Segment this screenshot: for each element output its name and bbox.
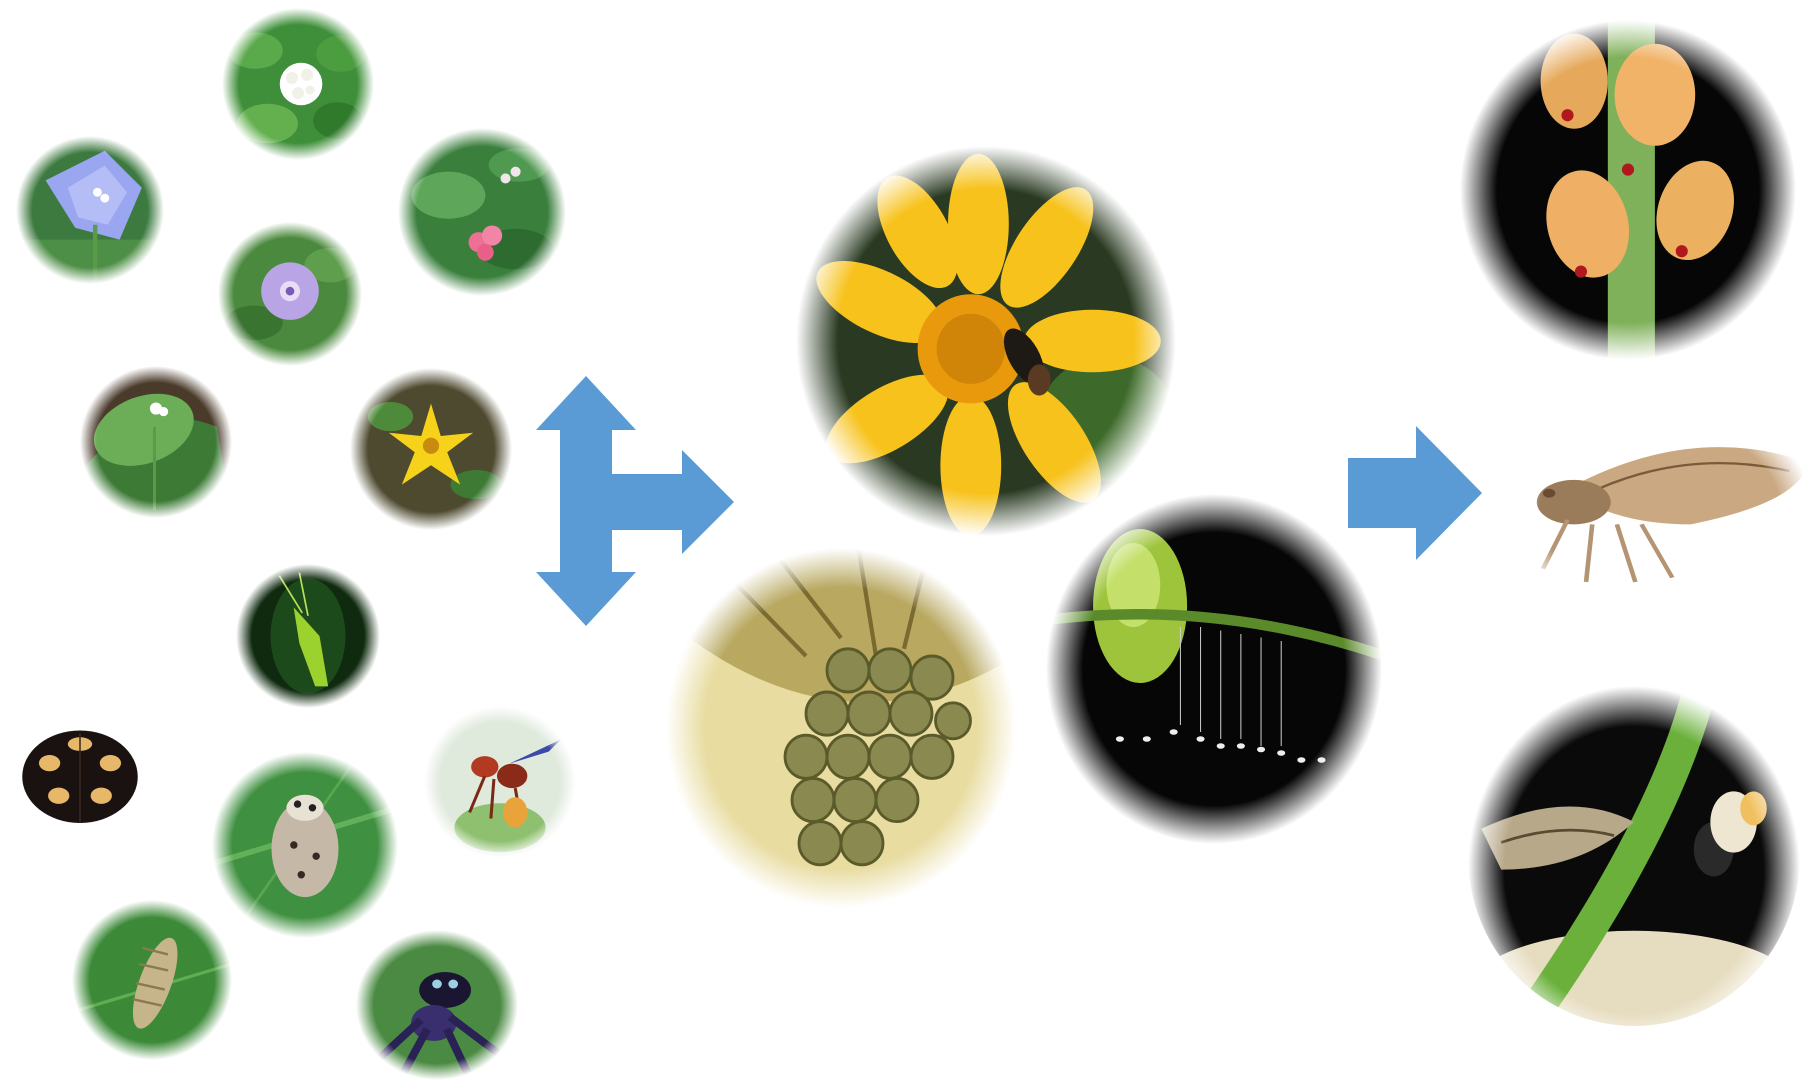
egg-cluster-photo — [666, 548, 1016, 908]
psyllid-adult-photo — [1506, 400, 1814, 622]
psyllid-on-stem-photo — [1468, 686, 1800, 1026]
blue-morning-glory-photo — [16, 136, 164, 284]
lacewing-egg-stalks-photo — [1046, 494, 1382, 844]
jumping-spider-photo — [356, 930, 518, 1080]
pink-flower-photo — [398, 128, 566, 296]
green-lacewing-photo — [236, 564, 380, 708]
right-arrow — [1346, 424, 1484, 562]
yellow-flower-with-insect-photo — [796, 146, 1176, 536]
wasp-photo — [424, 706, 576, 858]
ladybug-photo — [4, 706, 156, 842]
tortoise-beetle-photo — [212, 752, 398, 938]
white-flower-photo — [222, 8, 374, 160]
white-small-flower-photo — [80, 366, 232, 518]
branch-arrow — [530, 374, 736, 628]
yellow-star-flower-photo — [350, 368, 512, 530]
psyllid-nymphs-photo — [1460, 20, 1796, 360]
purple-flower-photo — [218, 222, 362, 366]
lacewing-larva-photo — [72, 900, 232, 1060]
